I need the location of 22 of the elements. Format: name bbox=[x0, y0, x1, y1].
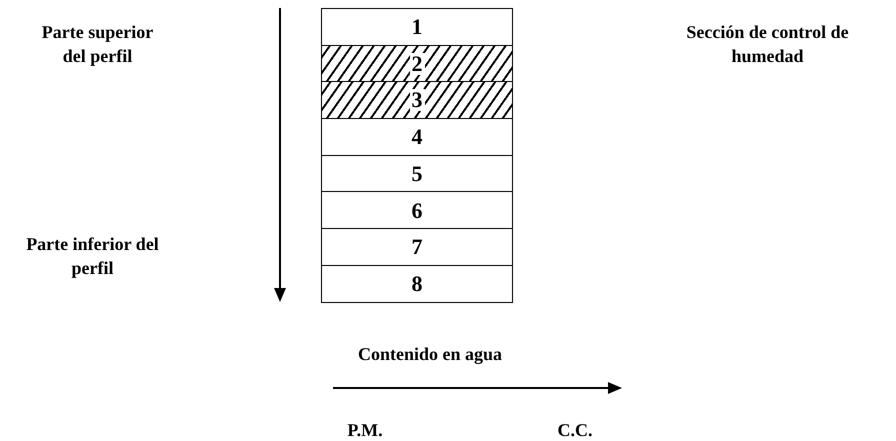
soil-layer bbox=[321, 228, 513, 266]
soil-layer bbox=[321, 118, 513, 156]
soil-layer bbox=[321, 154, 513, 193]
label-text: P.M. bbox=[346, 419, 384, 441]
layer-number: 5 bbox=[410, 162, 424, 185]
layer-number: 8 bbox=[410, 272, 424, 295]
label-text: C.C. bbox=[556, 419, 594, 441]
layer-number: 6 bbox=[410, 200, 424, 222]
soil-layer bbox=[321, 191, 513, 230]
hatched-layer bbox=[321, 44, 513, 83]
label-text: Sección de control de humedad bbox=[685, 21, 850, 68]
label-text: Parte superior del perfil bbox=[40, 21, 154, 68]
soil-layer bbox=[321, 264, 513, 303]
layer-number: 1 bbox=[410, 16, 424, 38]
layer-number: 3 bbox=[410, 89, 424, 112]
hatched-layer bbox=[321, 81, 513, 120]
soil-layer bbox=[321, 8, 513, 46]
layer-number: 7 bbox=[410, 236, 424, 258]
layer-number: 4 bbox=[410, 126, 424, 148]
layer-number: 2 bbox=[410, 52, 424, 75]
label-text: Contenido en agua bbox=[356, 343, 504, 366]
label-text: Parte inferior del perfil bbox=[25, 233, 160, 280]
